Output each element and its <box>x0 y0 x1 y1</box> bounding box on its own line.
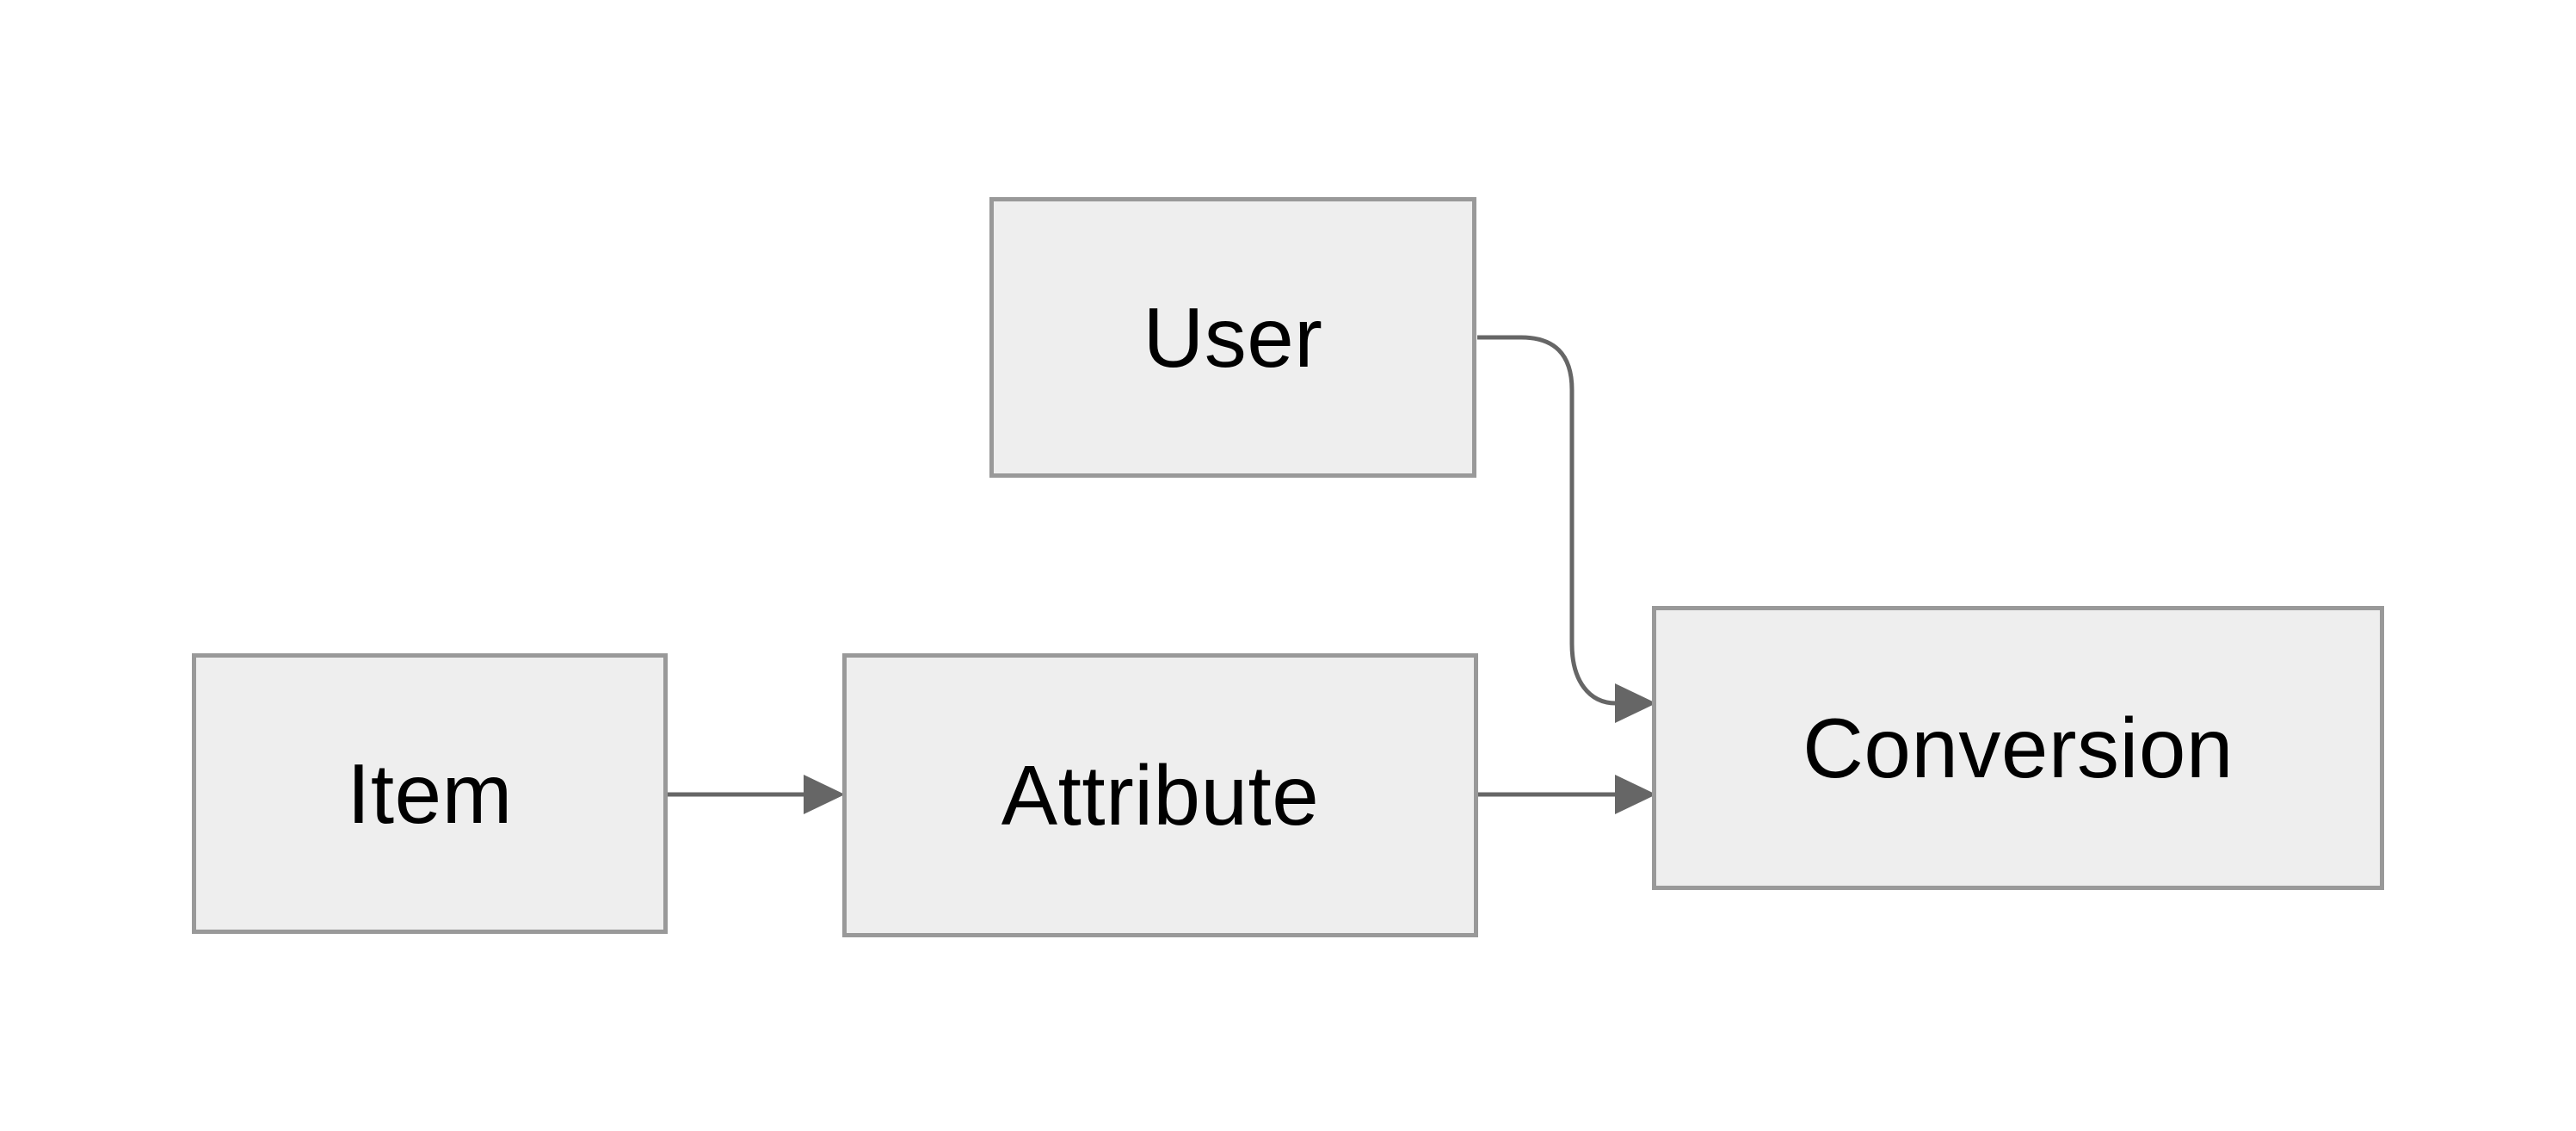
arrowhead-user-conversion <box>1615 683 1656 723</box>
arrowhead-attribute-conversion <box>1615 775 1656 814</box>
node-conversion-label: Conversion <box>1803 701 2234 795</box>
node-user: User <box>989 197 1476 478</box>
node-conversion: Conversion <box>1652 606 2384 890</box>
edge-user-conversion <box>1477 335 1617 706</box>
node-attribute: Attribute <box>842 653 1478 937</box>
node-item: Item <box>192 653 668 934</box>
node-user-label: User <box>1143 290 1323 385</box>
node-attribute-label: Attribute <box>1001 748 1320 843</box>
arrowhead-item-attribute <box>804 775 845 814</box>
node-item-label: Item <box>347 746 513 841</box>
